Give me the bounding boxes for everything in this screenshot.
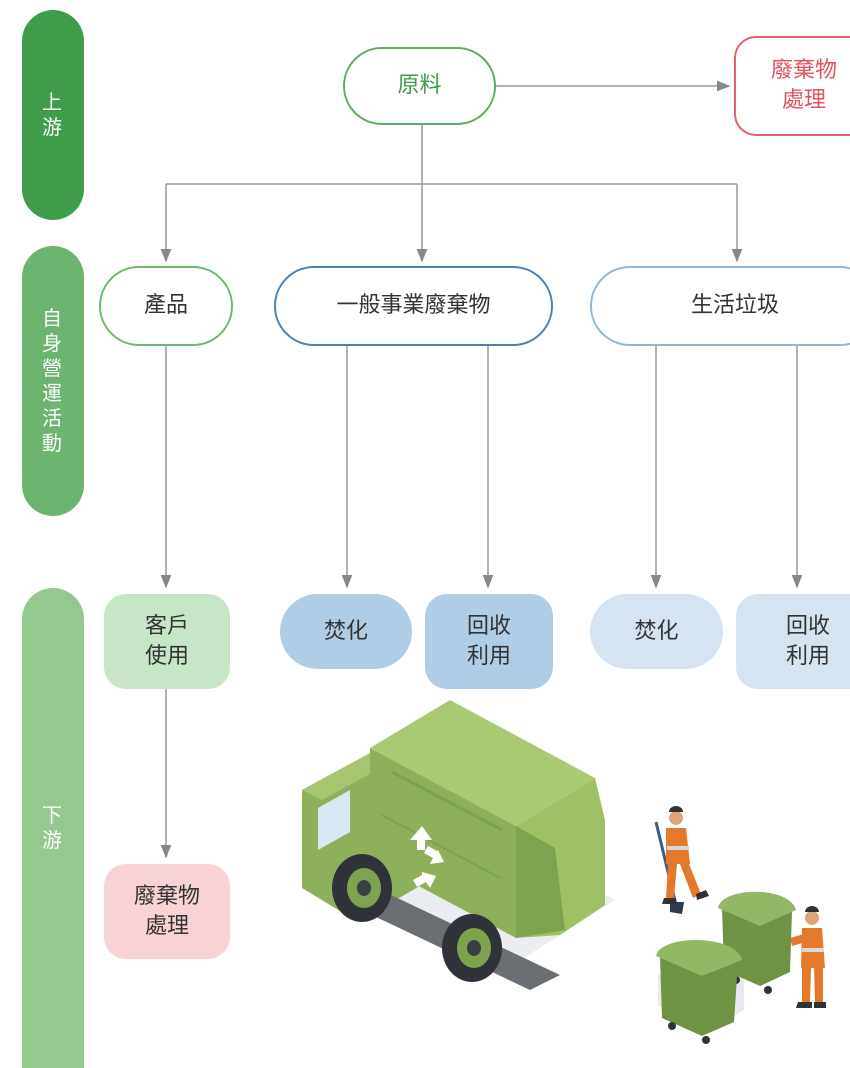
garbage-truck-illustration: [302, 700, 615, 990]
node-domestic-garbage: 生活垃圾: [590, 266, 850, 346]
stage-upstream: 上游: [22, 10, 84, 220]
node-incineration-general: 焚化: [280, 594, 412, 669]
sanitation-workers-illustration: [654, 806, 826, 1008]
node-raw-materials: 原料: [343, 47, 496, 125]
stage-self-operations: 自身營運活動: [22, 246, 84, 516]
node-waste-treatment-downstream: 廢棄物處理: [104, 864, 230, 959]
node-recycling-domestic: 回收利用: [736, 594, 850, 689]
node-waste-treatment-upstream: 廢棄物處理: [734, 36, 850, 136]
node-customer-use: 客戶使用: [104, 594, 230, 689]
node-recycling-general: 回收利用: [425, 594, 553, 689]
node-product: 產品: [99, 266, 233, 346]
node-general-business-waste: 一般事業廢棄物: [274, 266, 553, 346]
waste-bins-illustration: [656, 891, 796, 1044]
stage-downstream: 下游: [22, 588, 84, 1068]
recycle-symbol-icon: [410, 826, 444, 888]
truck-wheels: [332, 854, 502, 982]
node-incineration-domestic: 焚化: [590, 594, 723, 669]
